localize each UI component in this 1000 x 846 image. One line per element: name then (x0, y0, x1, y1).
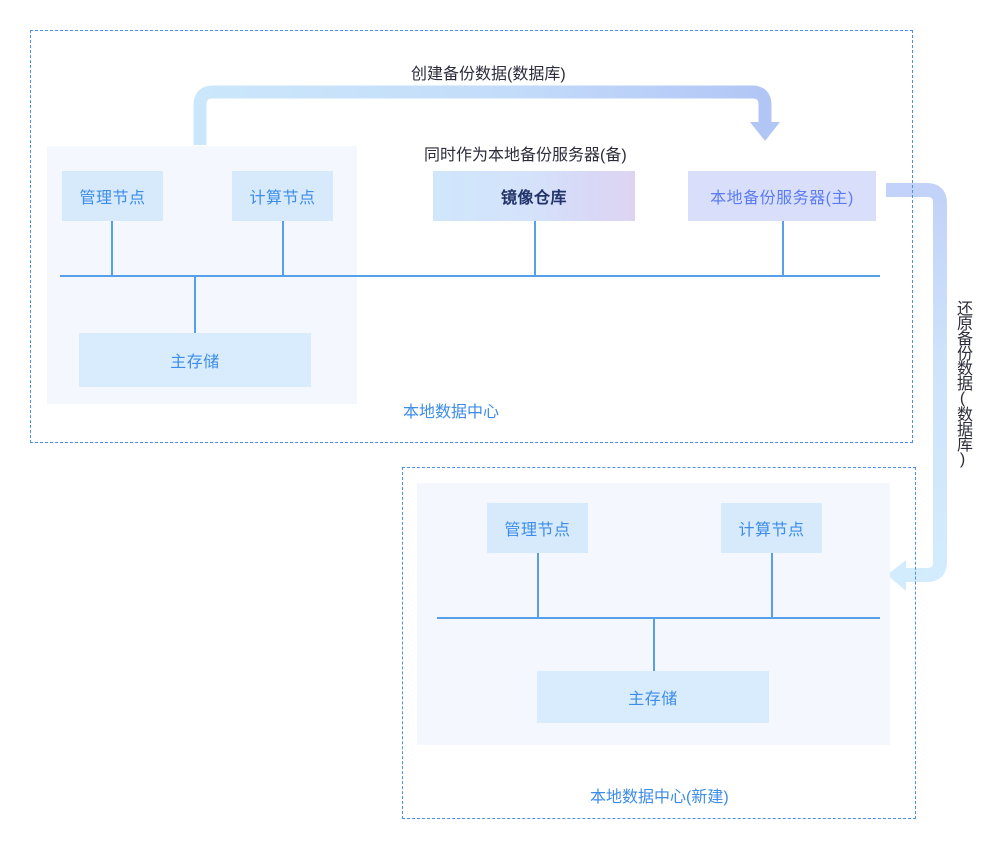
node-compute-node-new[interactable]: 计算节点 (721, 503, 822, 553)
bus-line-local-dc (60, 275, 880, 277)
zone-label-local-dc-new: 本地数据中心(新建) (590, 789, 729, 806)
connector-image-repo (534, 221, 536, 276)
node-primary-storage[interactable]: 主存储 (79, 333, 311, 387)
connector-primary-storage-new (653, 617, 655, 672)
bus-line-local-dc-new (437, 617, 880, 619)
connector-backup-server (782, 221, 784, 276)
node-mgmt-node-new[interactable]: 管理节点 (487, 503, 588, 553)
connector-compute-node (282, 221, 284, 276)
restore-backup-label: 还原备份数据(数据库) (954, 300, 971, 467)
create-backup-label: 创建备份数据(数据库) (411, 66, 566, 83)
zone-label-local-dc: 本地数据中心 (403, 404, 500, 421)
node-compute-node[interactable]: 计算节点 (232, 171, 333, 221)
connector-compute-node-new (771, 553, 773, 618)
connector-mgmt-node (111, 221, 113, 276)
connector-mgmt-node-new (537, 553, 539, 618)
create-backup-arrow (193, 85, 780, 145)
node-image-repo[interactable]: 镜像仓库 (433, 171, 635, 221)
node-primary-storage-new[interactable]: 主存储 (537, 671, 769, 723)
zone-local-dc (30, 30, 913, 443)
node-mgmt-node[interactable]: 管理节点 (62, 171, 163, 221)
connector-primary-storage (194, 275, 196, 333)
mirror-also-backup-label: 同时作为本地备份服务器(备) (424, 147, 627, 164)
zone-local-dc-new (402, 467, 916, 819)
node-backup-server[interactable]: 本地备份服务器(主) (688, 171, 876, 221)
